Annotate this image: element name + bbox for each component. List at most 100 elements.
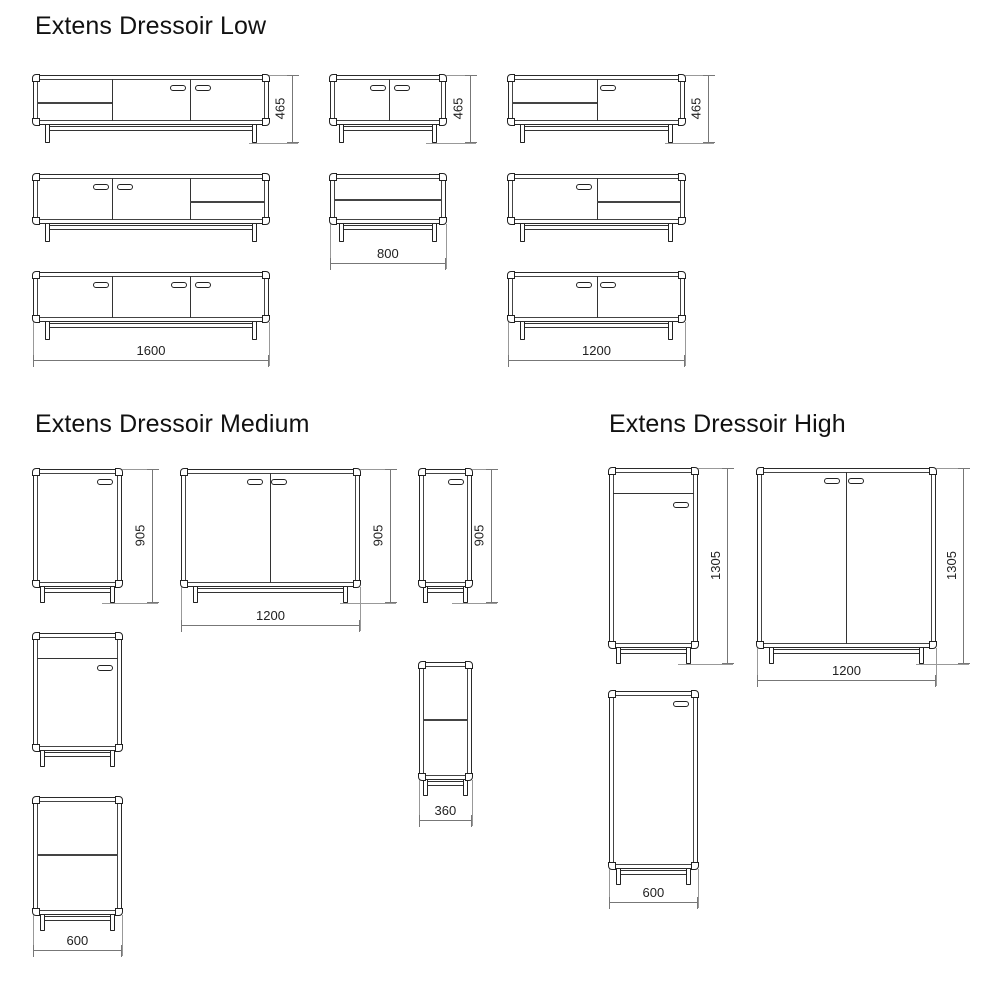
- corner-joint-icon: [608, 862, 616, 870]
- door-handle-icon: [673, 502, 689, 508]
- base-rail: [773, 649, 920, 654]
- leg-right: [110, 915, 115, 931]
- width-dimension-line: [757, 675, 936, 687]
- leg-left: [520, 322, 525, 340]
- corner-joint-icon: [180, 580, 188, 588]
- door-handle-icon: [171, 282, 187, 288]
- extension-line: [452, 603, 497, 604]
- base-rail: [197, 588, 344, 593]
- door-handle-icon: [824, 478, 840, 484]
- corner-joint-icon: [418, 773, 426, 781]
- corner-joint-icon: [115, 468, 123, 476]
- cabinet-frame: [609, 468, 698, 648]
- corner-joint-icon: [32, 908, 40, 916]
- door-handle-icon: [394, 85, 410, 91]
- extension-line: [102, 603, 158, 604]
- leg-right: [686, 648, 691, 664]
- corner-joint-icon: [418, 468, 426, 476]
- door-handle-icon: [93, 282, 109, 288]
- width-dimension-line: [181, 620, 360, 632]
- door-handle-icon: [170, 85, 186, 91]
- leg-left: [616, 648, 621, 664]
- base-rail: [49, 126, 253, 131]
- corner-joint-icon: [678, 217, 686, 225]
- corner-joint-icon: [32, 580, 40, 588]
- extension-line: [181, 587, 182, 631]
- door-handle-icon: [448, 479, 464, 485]
- corner-joint-icon: [465, 773, 473, 781]
- door-split-line: [270, 473, 271, 583]
- extension-line: [685, 75, 714, 76]
- height-dimension-label: 1305: [707, 551, 723, 580]
- height-dimension-label: 905: [132, 524, 148, 547]
- corner-joint-icon: [465, 580, 473, 588]
- leg-right: [686, 869, 691, 885]
- cabinet-frame: [609, 691, 698, 869]
- cabinet-front-panel: [512, 276, 681, 318]
- corner-joint-icon: [353, 468, 361, 476]
- cabinet-elevation-low-1200-door-drawers: [507, 173, 686, 242]
- extension-line: [508, 322, 509, 366]
- corner-joint-icon: [507, 271, 515, 279]
- cabinet-front-panel: [37, 79, 265, 121]
- corner-joint-icon: [32, 217, 40, 225]
- extension-line: [609, 869, 610, 908]
- leg-left: [339, 125, 344, 143]
- extension-line: [419, 780, 420, 826]
- width-dimension-line: [508, 355, 685, 367]
- leg-right: [252, 224, 257, 242]
- cabinet-frame: [33, 469, 122, 587]
- panel-divider: [597, 178, 598, 220]
- corner-joint-icon: [32, 74, 40, 82]
- leg-left: [339, 224, 344, 242]
- leg-left: [40, 915, 45, 931]
- cabinet-frame: [419, 662, 472, 780]
- extension-line: [269, 322, 270, 366]
- height-dimension-label: 465: [450, 97, 466, 120]
- extension-line: [757, 648, 758, 686]
- height-dimension-label: 465: [272, 97, 288, 120]
- corner-joint-icon: [608, 467, 616, 475]
- corner-joint-icon: [32, 173, 40, 181]
- width-dimension-line: [330, 258, 446, 270]
- corner-joint-icon: [262, 217, 270, 225]
- width-dimension-label: 1600: [136, 343, 166, 358]
- door-handle-icon: [195, 85, 211, 91]
- cabinet-elevation-high-1200-2doors: [756, 467, 937, 664]
- door-handle-icon: [600, 85, 616, 91]
- base-rail: [620, 870, 687, 875]
- cabinet-front-panel: [613, 472, 694, 644]
- leg-right: [252, 322, 257, 340]
- shelf-divider: [423, 719, 468, 721]
- cabinet-frame: [508, 75, 685, 125]
- cabinet-elevation-medium-360-open-shelf: [418, 661, 473, 796]
- base-rail: [343, 225, 433, 230]
- leg-right: [463, 780, 468, 796]
- shelf-divider: [512, 102, 597, 104]
- width-dimension-label: 800: [377, 246, 399, 261]
- corner-joint-icon: [929, 467, 937, 475]
- base-rail: [427, 781, 464, 786]
- door-handle-icon: [576, 184, 592, 190]
- height-dimension-label: 905: [471, 524, 487, 547]
- door-handle-icon: [117, 184, 133, 190]
- corner-joint-icon: [756, 467, 764, 475]
- extension-line: [472, 780, 473, 826]
- cabinet-frame: [33, 174, 269, 224]
- corner-joint-icon: [115, 632, 123, 640]
- cabinet-frame: [33, 633, 122, 751]
- leg-left: [616, 869, 621, 885]
- corner-joint-icon: [439, 74, 447, 82]
- section-title-medium: Extens Dressoir Medium: [35, 410, 310, 438]
- corner-joint-icon: [32, 744, 40, 752]
- cabinet-elevation-medium-600-drawer-door: [32, 632, 123, 767]
- corner-joint-icon: [262, 271, 270, 279]
- leg-right: [668, 224, 673, 242]
- panel-divider: [112, 79, 113, 121]
- extension-line: [936, 648, 937, 686]
- corner-joint-icon: [329, 173, 337, 181]
- corner-joint-icon: [418, 580, 426, 588]
- base-rail: [49, 225, 253, 230]
- corner-joint-icon: [262, 74, 270, 82]
- height-dimension-line: [722, 468, 734, 664]
